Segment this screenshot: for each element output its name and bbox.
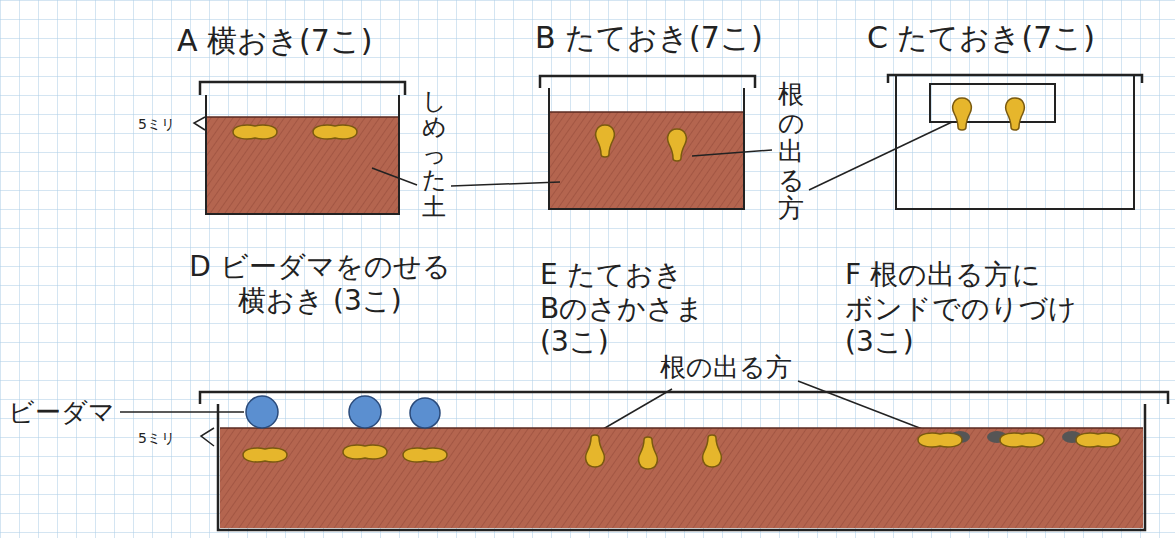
leader-line [120, 411, 244, 413]
container-heading: A 横おき(7こ) [177, 23, 373, 59]
root-side-note: 根の出る方 [778, 80, 804, 223]
marble-note: ビーダマ [8, 397, 115, 428]
container-heading: B たておき(7こ) [535, 20, 763, 56]
seed-holder [930, 84, 1055, 122]
seed [918, 433, 962, 447]
soil [550, 112, 743, 208]
container-heading: C たておき(7こ) [867, 20, 1095, 56]
lid-bracket [200, 82, 405, 95]
leader-line [372, 168, 417, 185]
leader-line [598, 389, 672, 432]
seed [596, 125, 615, 157]
depth-note: 5ミリ [138, 116, 175, 133]
seed [233, 125, 277, 139]
marble [349, 396, 381, 428]
seed [668, 129, 687, 161]
soil-surface [550, 111, 743, 113]
seed [343, 445, 387, 459]
soil-note: しめった土 [422, 88, 446, 220]
leader-line [798, 381, 930, 432]
depth-note: 5ミリ [138, 430, 175, 447]
depth-bracket [194, 117, 205, 130]
container-box: C たておき(7こ) [895, 75, 1135, 210]
soil-surface [207, 116, 398, 118]
container-box: B たておき(7こ) [548, 88, 745, 210]
leader-line [692, 150, 772, 156]
root-side-note: 根の出る方 [660, 352, 792, 383]
lid-bracket [888, 75, 1142, 83]
soil-surface [220, 427, 1143, 429]
seed [313, 125, 357, 139]
depth-bracket [201, 428, 214, 446]
soil [220, 428, 1143, 528]
lid-bracket [540, 76, 755, 88]
seed [403, 448, 447, 462]
seed [586, 435, 605, 467]
soil [207, 117, 398, 213]
seed [1000, 433, 1044, 447]
seed [1076, 433, 1120, 447]
leader-line [451, 182, 560, 186]
seed [243, 448, 287, 462]
marble [246, 396, 278, 428]
seed [1006, 98, 1025, 130]
container-box: A 横おき(7こ) [205, 95, 400, 215]
marble [410, 398, 440, 428]
seed [639, 437, 658, 469]
group-caption: F 根の出る方に ボンドでのりづけ (3こ) [845, 258, 1125, 359]
lid-bracket [200, 392, 1168, 404]
seed [953, 98, 972, 130]
leader-line [809, 122, 952, 190]
group-caption: D ビーダマをのせる 横おき (3こ) [170, 250, 470, 317]
group-caption: E たておき Bのさかさま (3こ) [540, 258, 740, 359]
seed [703, 435, 722, 467]
